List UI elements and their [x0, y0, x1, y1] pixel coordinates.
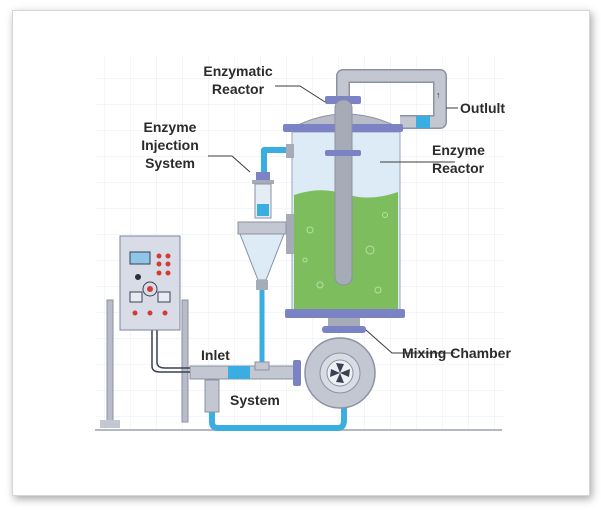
- control-buttons: [132, 253, 171, 316]
- label-injection-3: System: [145, 155, 195, 171]
- label-injection-1: Enzyme: [144, 119, 197, 135]
- label-enzymatic-reactor-1: Enzymatic: [203, 63, 272, 79]
- label-mixing-chamber: Mixing Chamber: [402, 345, 511, 361]
- injection-system: [237, 144, 294, 368]
- mixing-chamber-pump: [304, 337, 376, 409]
- label-inlet: Inlet: [201, 347, 230, 363]
- outlet-pipe: ↑: [336, 69, 447, 129]
- fan-icon: [330, 363, 350, 383]
- label-enzyme-reactor-2: Reactor: [432, 160, 485, 176]
- label-outlet: Outlult: [460, 100, 505, 116]
- control-panel: [100, 235, 190, 428]
- leader-lines: [208, 85, 458, 354]
- label-enzyme-reactor-1: Enzyme: [432, 142, 485, 158]
- label-injection-2: Injection: [141, 137, 199, 153]
- label-system: System: [230, 392, 280, 408]
- label-enzymatic-reactor-2: Reactor: [212, 81, 265, 97]
- enzyme-reactor-tank: [283, 96, 405, 333]
- svg-text:↑: ↑: [436, 90, 441, 100]
